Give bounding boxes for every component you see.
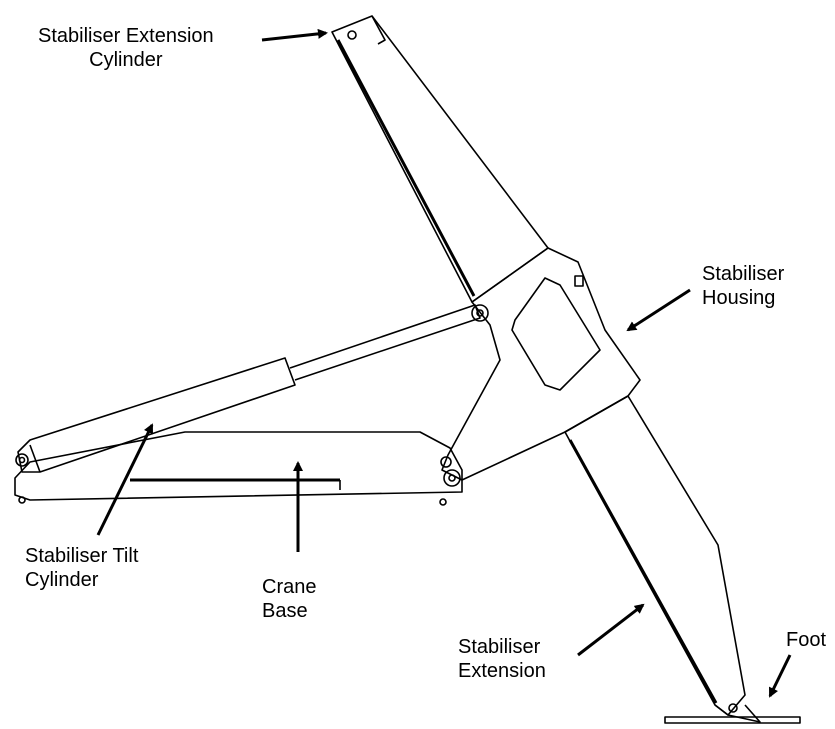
label-line: Cylinder xyxy=(25,569,99,591)
label-tilt-cylinder: Stabiliser Tilt Cylinder xyxy=(25,544,138,592)
label-housing: Stabiliser Housing xyxy=(702,262,784,310)
label-crane-base: Crane Base xyxy=(262,575,316,623)
label-foot: Foot xyxy=(786,628,826,652)
label-extension-cylinder: Stabiliser Extension Cylinder xyxy=(38,24,214,72)
label-line: Stabiliser xyxy=(702,263,785,285)
label-line: Base xyxy=(262,600,308,622)
foot xyxy=(664,703,801,724)
label-line: Extension xyxy=(458,660,546,682)
arrow-tilt-cylinder xyxy=(96,423,154,536)
crane-base xyxy=(14,431,463,506)
label-line: Stabiliser Extension xyxy=(38,25,214,47)
label-line: Housing xyxy=(702,287,776,309)
stabiliser-extension xyxy=(564,395,746,716)
stabiliser-housing xyxy=(440,247,641,487)
label-arrows xyxy=(96,28,792,698)
extension-cylinder-column xyxy=(331,15,549,303)
arrow-foot xyxy=(768,654,792,698)
label-line: Foot xyxy=(786,629,827,651)
label-line: Stabiliser Tilt xyxy=(25,545,139,567)
label-extension: Stabiliser Extension xyxy=(458,635,546,683)
arrow-extension-cylinder xyxy=(261,28,328,42)
arrow-housing xyxy=(626,288,691,332)
arrow-extension xyxy=(577,603,645,657)
label-line: Cylinder xyxy=(89,49,163,71)
label-line: Crane xyxy=(262,576,317,598)
tilt-cylinder xyxy=(15,304,481,473)
label-line: Stabiliser xyxy=(458,636,541,658)
